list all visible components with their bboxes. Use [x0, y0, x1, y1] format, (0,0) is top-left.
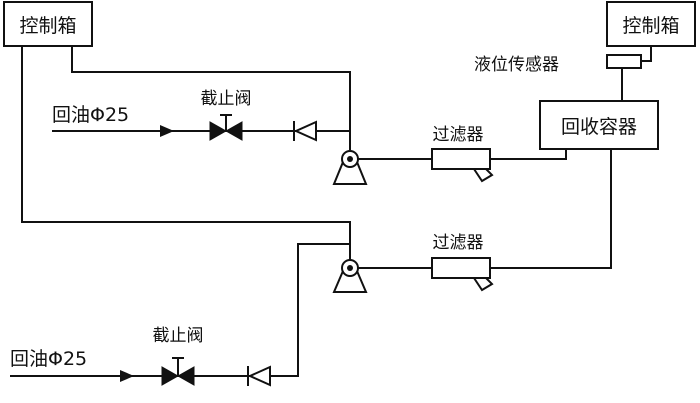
pump-top-center: [347, 156, 353, 162]
pump-bottom-body: [332, 270, 368, 293]
level-sensor: [606, 54, 642, 69]
filter-bottom: [431, 257, 491, 279]
valve-bottom-label: 截止阀: [153, 326, 204, 346]
control-line-bottom: [21, 46, 351, 258]
check-valve-top: [293, 120, 317, 142]
return-oil-bottom-label: 回油Φ25: [10, 348, 87, 370]
check-valve-bottom: [247, 365, 271, 387]
return-oil-top-label: 回油Φ25: [52, 104, 129, 126]
sensor-cable: [641, 46, 652, 62]
filter-top-label: 过滤器: [433, 125, 484, 145]
filter-top-drain: [473, 168, 494, 183]
filter-bottom-drain: [473, 277, 494, 292]
flow-arrow-top: [160, 125, 174, 137]
pipe-container-to-filter-bottom: [490, 149, 612, 269]
control-box-left: [3, 1, 93, 47]
control-box-right-label: 控制箱: [622, 15, 679, 37]
filter-top: [431, 148, 491, 170]
pump-bottom-center: [347, 265, 353, 271]
recovery-container: [539, 100, 659, 150]
filter-bottom-label: 过滤器: [433, 233, 484, 253]
valve-top-label: 截止阀: [201, 89, 252, 109]
flow-arrow-bottom: [120, 370, 134, 382]
pump-top-body: [332, 161, 368, 185]
pipe-pump-to-return-bottom: [10, 243, 351, 377]
control-line-top: [71, 46, 351, 150]
level-sensor-label: 液位传感器: [474, 55, 559, 75]
pipe-filter-to-container-top: [490, 149, 567, 160]
control-box-left-label: 控制箱: [19, 15, 76, 37]
recovery-container-label: 回收容器: [561, 116, 637, 138]
